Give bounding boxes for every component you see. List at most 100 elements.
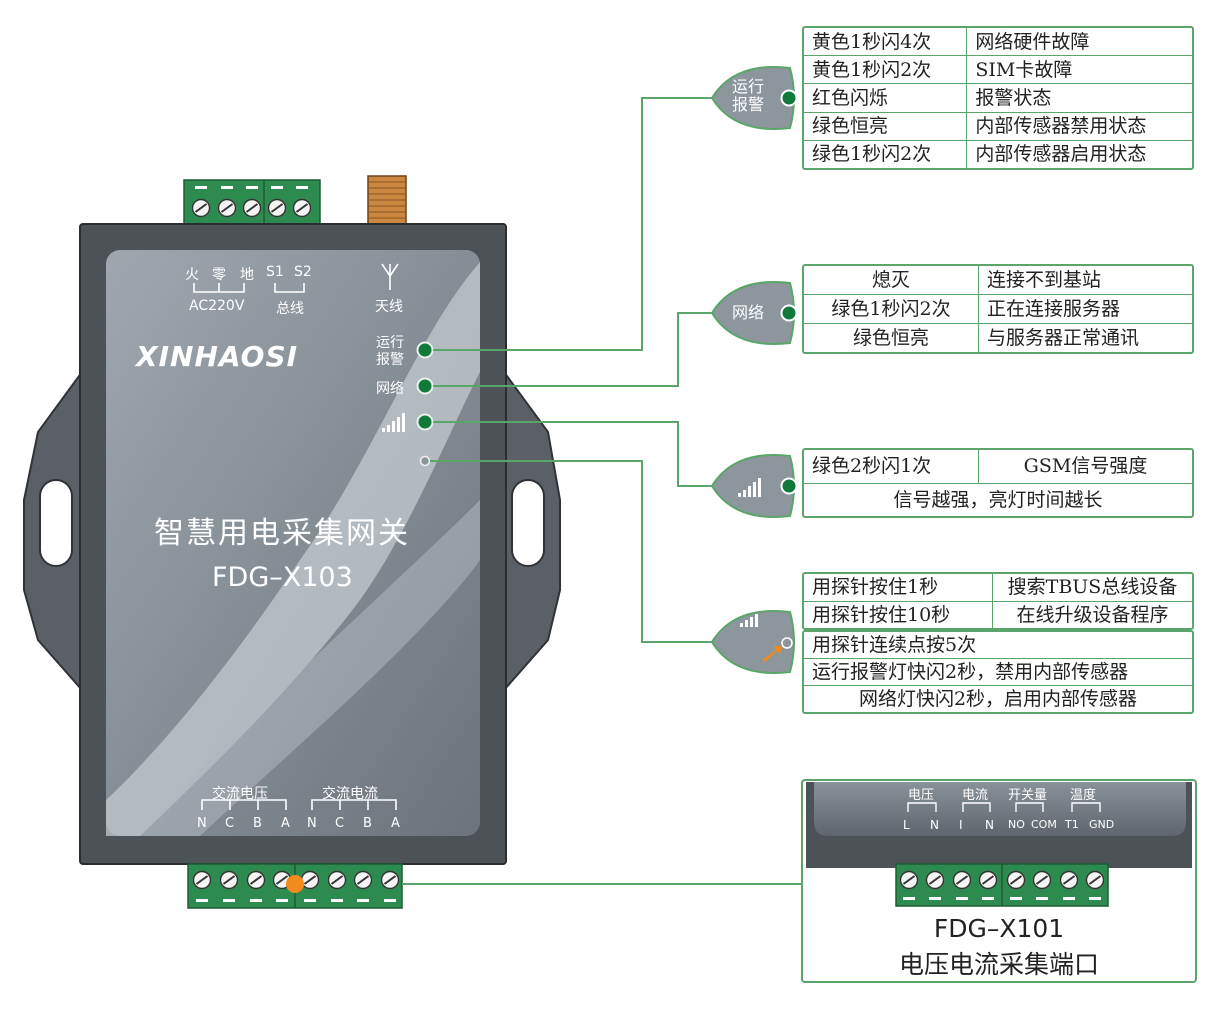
- table-row: 用探针按住1秒搜索TBUS总线设备: [804, 574, 1192, 602]
- label-s2: S2: [294, 264, 312, 280]
- cell-meaning: 正在连接服务器: [978, 293, 1192, 325]
- cell-meaning: SIM卡故障: [966, 55, 1192, 85]
- label-ground: 地: [240, 267, 254, 283]
- cell-result: 搜索TBUS总线设备: [992, 574, 1192, 602]
- table-row: 绿色1秒闪2次内部传感器启用状态: [804, 139, 1192, 168]
- term-v-b: B: [253, 816, 262, 831]
- term-i-b: B: [363, 816, 372, 831]
- sub-term-n1: N: [930, 818, 939, 832]
- sub-device: [801, 779, 1197, 983]
- sub-term-com: COM: [1031, 818, 1057, 831]
- table-network: 熄灭连接不到基站 绿色1秒闪2次正在连接服务器 绿色恒亮与服务器正常通讯: [802, 264, 1194, 354]
- cell-result: 在线升级设备程序: [992, 600, 1192, 628]
- table-row: 绿色1秒闪2次正在连接服务器: [804, 293, 1192, 325]
- sub-term-no: NO: [1008, 818, 1025, 831]
- table-row: 熄灭连接不到基站: [804, 266, 1192, 295]
- bubble-network-label: 网络: [731, 303, 764, 322]
- signal-bars-icon: [382, 413, 405, 432]
- label-ac220v: AC220V: [189, 298, 245, 314]
- term-i-c: C: [335, 816, 345, 831]
- signal-note: 信号越强，亮灯时间越长: [804, 482, 1192, 516]
- bottom-brackets: [201, 799, 397, 810]
- bubble-signal-bars-icon: [738, 478, 761, 497]
- sub-term-i: I: [959, 818, 963, 832]
- antenna-connector: [367, 175, 407, 227]
- table-button-multi: 用探针连续点按5次 运行报警灯快闪2秒，禁用内部传感器 网络灯快闪2秒，启用内部…: [802, 630, 1194, 714]
- cell-line: 网络灯快闪2秒，启用内部传感器: [804, 685, 1192, 712]
- label-led-run: 运行: [376, 335, 404, 351]
- bubble-alarm-label: 报警: [731, 95, 764, 114]
- cell-state: 绿色1秒闪2次: [804, 293, 979, 325]
- cell-state: 黄色1秒闪4次: [804, 28, 968, 57]
- table-row: 用探针连续点按5次: [804, 632, 1192, 659]
- bubble-run-alarm-label: 运行 报警: [728, 78, 768, 114]
- table-row: 黄色1秒闪4次网络硬件故障: [804, 28, 1192, 57]
- cell-state: 绿色2秒闪1次: [804, 450, 979, 484]
- antenna-icon: [381, 263, 399, 290]
- top-terminal-block: [183, 179, 321, 225]
- sub-term-t1: T1: [1065, 818, 1079, 831]
- sub-device-caption: 电压电流采集端口: [898, 950, 1099, 979]
- cell-meaning: 与服务器正常通讯: [978, 323, 1192, 352]
- table-row: 绿色恒亮与服务器正常通讯: [804, 323, 1192, 352]
- cell-meaning: 网络硬件故障: [966, 28, 1192, 57]
- cell-state: 绿色1秒闪2次: [804, 139, 968, 168]
- sub-term-n2: N: [985, 818, 994, 832]
- cell-state: 绿色恒亮: [804, 323, 979, 352]
- led-run-alarm: [416, 341, 434, 359]
- panel-swoosh-2: [140, 500, 480, 836]
- cell-state: 熄灭: [804, 266, 979, 295]
- cell-line: 运行报警灯快闪2秒，禁用内部传感器: [804, 658, 1192, 686]
- mounting-slot-left: [39, 479, 73, 567]
- table-row: 红色闪烁报警状态: [804, 83, 1192, 113]
- cell-meaning: GSM信号强度: [978, 450, 1192, 484]
- label-s1: S1: [266, 264, 284, 280]
- term-v-n: N: [197, 816, 207, 831]
- cell-meaning: 内部传感器启用状态: [966, 139, 1192, 168]
- sub-label-voltage: 电压: [908, 788, 935, 803]
- bubble-button-bars-icon: [740, 614, 758, 627]
- label-antenna: 天线: [375, 299, 403, 315]
- top-brackets: [193, 283, 305, 293]
- label-zero: 零: [212, 267, 226, 283]
- cell-state: 黄色1秒闪2次: [804, 55, 968, 85]
- led-signal: [416, 413, 434, 431]
- cell-state: 红色闪烁: [804, 83, 968, 113]
- sub-device-model: FDG–X101: [933, 914, 1065, 943]
- cell-state: 绿色恒亮: [804, 111, 968, 141]
- sub-label-current: 电流: [962, 788, 989, 803]
- bubble-button: [710, 610, 795, 674]
- probe-arrow-icon: [762, 646, 782, 662]
- panel-swoosh: [106, 262, 480, 836]
- device-name: 智慧用电采集网关: [154, 516, 410, 551]
- bubble-run-alarm: [710, 66, 798, 130]
- cell-line: 用探针连续点按5次: [804, 632, 1192, 659]
- term-v-a: A: [281, 816, 290, 831]
- cell-meaning: 连接不到基站: [978, 266, 1192, 295]
- probe-button-hole: [419, 455, 431, 467]
- connection-dot-orange: [286, 875, 304, 893]
- label-led-alarm: 报警: [376, 352, 404, 368]
- cell-action: 用探针按住1秒: [804, 574, 993, 602]
- label-bus: 总线: [276, 301, 304, 317]
- term-i-n: N: [307, 816, 317, 831]
- bubble-run-label: 运行: [731, 77, 764, 96]
- label-ac-current: 交流电流: [322, 786, 378, 802]
- table-row: 用探针按住10秒在线升级设备程序: [804, 600, 1192, 628]
- label-fire: 火: [185, 267, 199, 283]
- connector-lines: [402, 97, 802, 885]
- device-panel: [106, 250, 480, 836]
- label-led-network: 网络: [376, 381, 404, 397]
- cell-action: 用探针按住10秒: [804, 600, 993, 628]
- term-i-a: A: [391, 816, 400, 831]
- table-row: 绿色恒亮内部传感器禁用状态: [804, 111, 1192, 141]
- cell-meaning: 报警状态: [966, 83, 1192, 113]
- mounting-slot-right: [511, 479, 545, 567]
- sub-term-gnd: GND: [1089, 818, 1115, 831]
- table-row: 网络灯快闪2秒，启用内部传感器: [804, 685, 1192, 712]
